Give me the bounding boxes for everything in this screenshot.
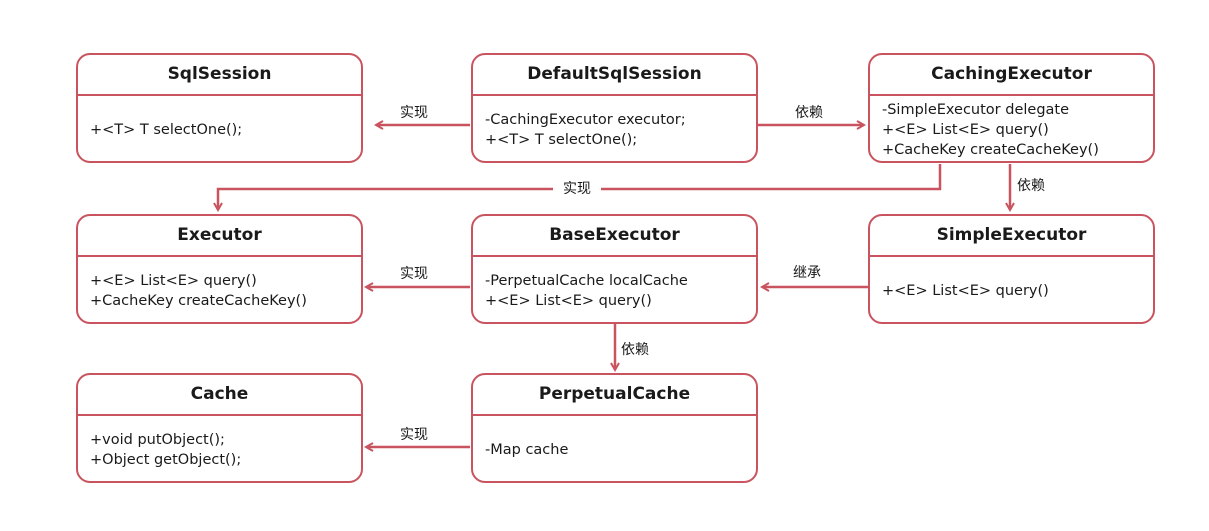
class-box-cache: Cache +void putObject(); +Object getObje… — [76, 373, 363, 483]
class-name: Executor — [78, 216, 361, 257]
member: +CacheKey createCacheKey() — [90, 292, 307, 309]
class-name: DefaultSqlSession — [473, 55, 756, 96]
class-box-simpleexecutor: SimpleExecutor +<E> List<E> query() — [868, 214, 1155, 324]
member: -SimpleExecutor delegate — [882, 101, 1070, 118]
class-name: Cache — [78, 375, 361, 416]
member: +<E> List<E> query() — [90, 272, 257, 289]
member: +<T> T selectOne(); — [485, 131, 638, 148]
class-box-executor: Executor +<E> List<E> query() +CacheKey … — [76, 214, 363, 324]
class-members: +<E> List<E> query() +CacheKey createCac… — [78, 257, 361, 322]
relation-label-implements: 实现 — [398, 265, 430, 283]
relation-label-depends: 依赖 — [1015, 177, 1047, 195]
relation-label-inherits: 继承 — [791, 264, 823, 282]
class-box-cachingexecutor: CachingExecutor -SimpleExecutor delegate… — [868, 53, 1155, 163]
class-members: +<E> List<E> query() — [870, 257, 1153, 322]
member: -Map cache — [485, 441, 569, 458]
relation-label-depends: 依赖 — [619, 341, 651, 359]
relation-label-implements: 实现 — [553, 180, 601, 198]
member: -PerpetualCache localCache — [485, 272, 688, 289]
class-name: CachingExecutor — [870, 55, 1153, 96]
class-box-baseexecutor: BaseExecutor -PerpetualCache localCache … — [471, 214, 758, 324]
relation-label-implements: 实现 — [398, 104, 430, 122]
class-members: -CachingExecutor executor; +<T> T select… — [473, 96, 756, 161]
class-members: -SimpleExecutor delegate +<E> List<E> qu… — [870, 96, 1153, 161]
member: +<E> List<E> query() — [882, 282, 1049, 299]
relation-label-depends: 依赖 — [793, 104, 825, 122]
class-box-sqlsession: SqlSession +<T> T selectOne(); — [76, 53, 363, 163]
class-name: BaseExecutor — [473, 216, 756, 257]
relation-label-implements: 实现 — [398, 426, 430, 444]
member: +<E> List<E> query() — [882, 121, 1049, 138]
member: +<E> List<E> query() — [485, 292, 652, 309]
class-members: +void putObject(); +Object getObject(); — [78, 416, 361, 481]
class-box-defaultsqlsession: DefaultSqlSession -CachingExecutor execu… — [471, 53, 758, 163]
class-members: +<T> T selectOne(); — [78, 96, 361, 161]
class-members: -PerpetualCache localCache +<E> List<E> … — [473, 257, 756, 322]
class-name: PerpetualCache — [473, 375, 756, 416]
class-box-perpetualcache: PerpetualCache -Map cache — [471, 373, 758, 483]
member: +void putObject(); — [90, 431, 225, 448]
class-name: SimpleExecutor — [870, 216, 1153, 257]
class-name: SqlSession — [78, 55, 361, 96]
class-members: -Map cache — [473, 416, 756, 481]
member: +<T> T selectOne(); — [90, 121, 243, 138]
member: +Object getObject(); — [90, 451, 242, 468]
member: +CacheKey createCacheKey() — [882, 141, 1099, 158]
member: -CachingExecutor executor; — [485, 111, 686, 128]
